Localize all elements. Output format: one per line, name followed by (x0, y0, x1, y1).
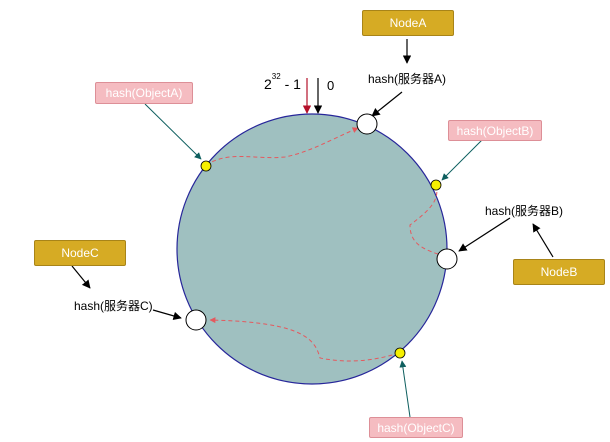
nodec-box: NodeC (34, 240, 126, 266)
nodec-point (185, 309, 207, 331)
objectc-point (394, 347, 406, 359)
nodeb-box: NodeB (513, 259, 605, 285)
dashed-path-objectc-to-nodec (209, 317, 400, 362)
nodeb-point (436, 248, 458, 270)
zero-label: 0 (327, 78, 335, 93)
nodeb-hash-arrow (458, 217, 511, 252)
objecta-point (200, 160, 212, 172)
objectb-label: hash(ObjectB) (456, 123, 534, 138)
nodea-point (356, 113, 378, 135)
nodec-label: NodeC (61, 246, 99, 260)
objecta-arrow (144, 103, 202, 160)
max-hash-label: 232 - 1 (264, 72, 301, 92)
objecta-box: hash(ObjectA) (95, 82, 193, 104)
nodec-hash-label: hash(服务器C) (74, 299, 153, 313)
nodec-arrow (71, 265, 91, 289)
nodeb-arrow (532, 223, 554, 258)
hash-ring (176, 113, 448, 385)
nodea-hash-arrow (371, 91, 403, 117)
max-hash-suffix: - 1 (284, 76, 301, 92)
dashed-path-objectb-to-nodeb (409, 184, 445, 258)
objectb-arrow (441, 139, 483, 181)
objectb-box: hash(ObjectB) (448, 120, 542, 141)
nodec-hash-arrow (152, 309, 182, 320)
max-hash-base: 2 (264, 76, 272, 92)
dashed-path-objecta-to-nodea (205, 127, 359, 166)
objecta-label: hash(ObjectA) (105, 86, 183, 100)
objectc-label: hash(ObjectC) (377, 420, 455, 435)
nodea-box: NodeA (362, 10, 454, 36)
objectc-box: hash(ObjectC) (369, 417, 463, 438)
objectc-arrow (399, 360, 411, 418)
objectb-point (430, 179, 442, 191)
max-hash-exponent: 32 (271, 72, 281, 82)
nodeb-hash-label: hash(服务器B) (485, 204, 564, 218)
nodea-hash-label: hash(服务器A) (368, 72, 447, 86)
nodeb-label: NodeB (540, 265, 578, 279)
nodea-label: NodeA (389, 16, 427, 30)
